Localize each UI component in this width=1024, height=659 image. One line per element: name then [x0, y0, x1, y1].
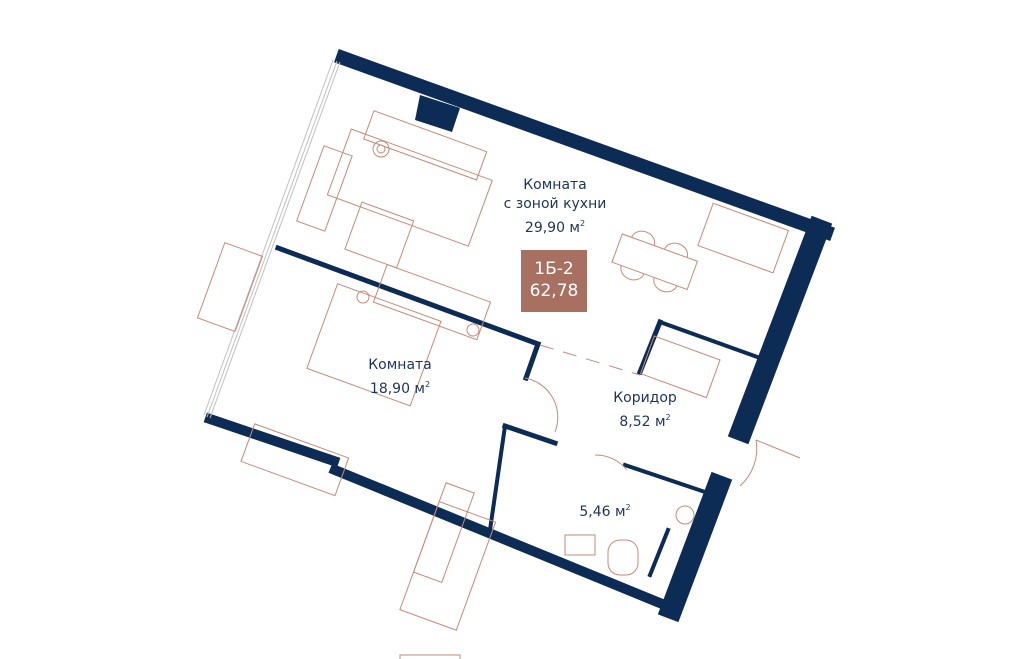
bath-wall: [647, 527, 671, 578]
entrance-door-swing: [739, 439, 758, 487]
area-value: 8,52 м: [619, 414, 666, 430]
bathtub: [412, 482, 475, 583]
partition-wall: [522, 340, 542, 382]
partition-wall: [657, 319, 763, 361]
room-label-living-kitchen: Комната с зоной кухни 29,90 м2: [490, 176, 620, 238]
area-value: 29,90 м: [524, 220, 580, 236]
area-value: 18,90 м: [369, 381, 425, 397]
bed: [306, 283, 442, 407]
tv-stand-bedroom: [240, 423, 350, 497]
room-area: 18,90 м2: [345, 375, 455, 399]
bath-wall: [622, 462, 708, 495]
room-name: Комната: [368, 357, 432, 373]
apartment-code: 1Б-2: [534, 259, 574, 279]
dining-table: [611, 233, 699, 291]
sofa-back: [363, 110, 488, 181]
bath-wall: [501, 422, 559, 447]
zone-divider: [539, 344, 641, 376]
room-name: Комната: [523, 177, 587, 193]
bath-wall: [487, 423, 508, 533]
right-lower-wall: [657, 471, 733, 623]
area-unit-sup: 2: [425, 380, 431, 389]
right-wall: [727, 215, 833, 445]
room-name-line2: с зоной кухни: [503, 196, 607, 212]
room-label-bedroom: Комната 18,90 м2: [345, 356, 455, 399]
door-swing: [594, 454, 628, 471]
room-area: 29,90 м2: [490, 214, 620, 238]
lamp: [372, 140, 390, 158]
bottom-left-wall: [203, 412, 341, 468]
room-name: Коридор: [613, 390, 677, 406]
apartment-total-area: 62,78: [529, 281, 579, 301]
apartment-badge: 1Б-2 62,78: [521, 250, 587, 312]
room-area: 8,52 м2: [590, 408, 700, 432]
area-value: 5,46 м: [579, 504, 626, 520]
coffee-table: [344, 201, 415, 269]
room-label-corridor: Коридор 8,52 м2: [590, 389, 700, 432]
sink: [564, 534, 596, 556]
partition-wall: [274, 244, 542, 348]
area-unit-sup: 2: [625, 503, 631, 512]
room-label-bathroom: 5,46 м2: [565, 498, 645, 522]
armchair: [295, 145, 353, 232]
area-unit-sup: 2: [580, 219, 586, 228]
sofa: [326, 128, 493, 247]
walls: [203, 49, 835, 623]
bottom-wall: [328, 463, 679, 615]
kitchen-counter: [697, 202, 790, 274]
top-wall: [334, 49, 835, 241]
closet: [639, 335, 721, 399]
area-unit-sup: 2: [665, 413, 671, 422]
windows: [203, 59, 341, 419]
washer: [675, 505, 695, 525]
toilet: [607, 539, 639, 576]
cut-off-element: [399, 654, 461, 659]
room-area: 5,46 м2: [565, 498, 645, 522]
door-swing: [524, 377, 559, 433]
tv-stand: [372, 263, 492, 341]
desk: [196, 242, 264, 333]
column: [415, 95, 460, 132]
furniture: [196, 110, 801, 659]
